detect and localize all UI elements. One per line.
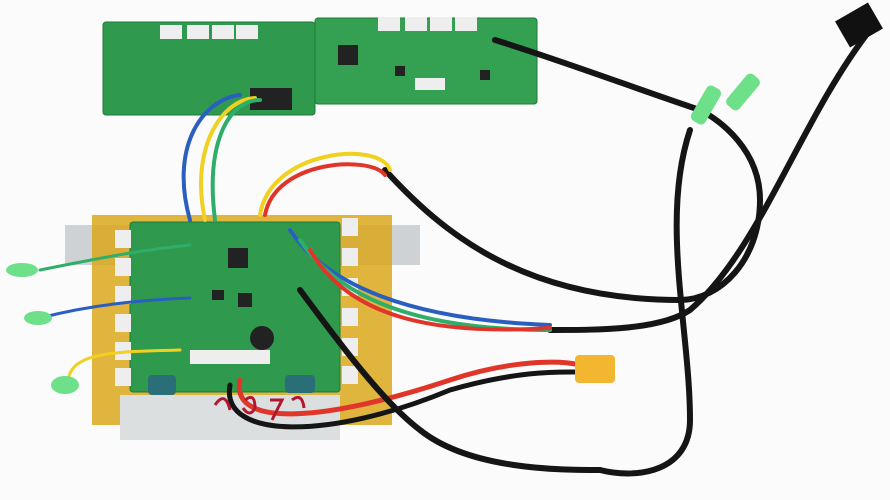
handwritten-marking — [213, 395, 306, 421]
main-controller-board — [115, 218, 358, 395]
ring-terminals — [6, 73, 760, 394]
header-connector — [835, 2, 883, 48]
xt60-connector — [575, 355, 615, 383]
wiring-harness — [38, 27, 873, 477]
sensor-board — [102, 17, 538, 116]
